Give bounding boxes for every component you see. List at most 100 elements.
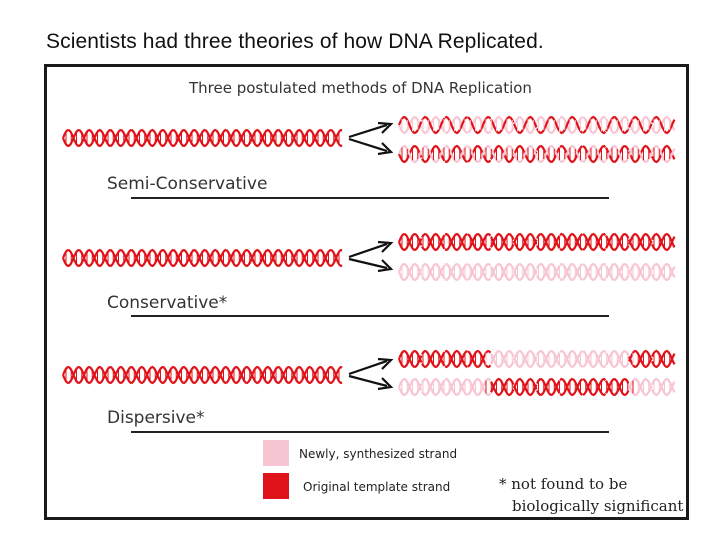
helix-strand-segment — [271, 366, 298, 384]
helix-strand-segment — [444, 144, 468, 164]
helix-strand-segment — [225, 248, 252, 268]
helix-strand-segment — [248, 248, 275, 268]
helix-strand-segment — [248, 248, 275, 268]
helix-strand-segment — [225, 365, 252, 385]
helix-strand-segment — [225, 248, 252, 268]
helix-strand-segment — [225, 128, 252, 148]
helix-strand-segment — [651, 377, 676, 397]
helix-strand-segment — [651, 232, 676, 252]
helix-strand-segment — [444, 232, 468, 252]
daughter-helix-1 — [397, 115, 676, 135]
footnote-line-1: * not found to be — [499, 475, 627, 493]
helix-strand-segment — [444, 262, 468, 282]
helix-strand-segment — [467, 263, 492, 281]
helix-strand-segment — [536, 350, 561, 368]
legend: Newly, synthesized strand Original templ… — [263, 440, 457, 499]
helix-strand-segment — [559, 349, 584, 369]
helix-strand-segment — [467, 145, 492, 163]
helix-strand-segment — [559, 232, 584, 252]
helix-strand-segment — [536, 263, 561, 281]
arrowhead-down — [377, 142, 394, 156]
helix-strand-segment — [582, 144, 607, 164]
helix-strand-segment — [512, 262, 538, 282]
helix-strand-segment — [582, 232, 607, 252]
legend-label-new: Newly, synthesized strand — [299, 447, 457, 461]
method-conservative: Conservative* — [61, 232, 676, 317]
helix-strand-segment — [536, 116, 561, 134]
helix-strand-segment — [444, 349, 468, 369]
helix-strand-segment — [582, 144, 607, 164]
helix-strand-segment — [467, 233, 492, 251]
helix-strand-segment — [651, 144, 676, 164]
helix-strand-segment — [582, 262, 607, 282]
helix-strand-segment — [61, 366, 88, 384]
method-label: Dispersive* — [107, 408, 205, 428]
helix-strand-segment — [651, 262, 676, 282]
helix-strand-segment — [444, 232, 468, 252]
helix-strand-segment — [61, 366, 88, 384]
replication-arrows — [348, 240, 394, 273]
arrow-up — [348, 359, 388, 376]
helix-strand-segment — [225, 365, 252, 385]
diagram-canvas: Three postulated methods of DNA Replicat… — [61, 79, 683, 515]
helix-strand-segment — [467, 378, 492, 396]
daughter-helix-2 — [397, 262, 676, 282]
daughter-helix-1 — [397, 349, 676, 369]
helix-strand-segment — [85, 248, 111, 268]
helix-strand-segment — [444, 349, 468, 369]
arrow-down — [348, 137, 388, 153]
helix-strand-segment — [85, 248, 111, 268]
helix-strand-segment — [248, 365, 275, 385]
method-semi-conservative: Semi-Conservative — [61, 115, 676, 199]
helix-strand-segment — [295, 248, 321, 268]
helix-strand-segment — [536, 145, 561, 163]
helix-strand-segment — [559, 232, 584, 252]
figure-title: Three postulated methods of DNA Replicat… — [188, 79, 532, 97]
helix-strand-segment — [559, 144, 584, 164]
helix-strand-segment — [559, 349, 584, 369]
helix-strand-segment — [651, 232, 676, 252]
helix-strand-segment — [295, 128, 321, 148]
arrowhead-up — [377, 121, 394, 134]
helix-strand-segment — [295, 365, 321, 385]
helix-strand-segment — [248, 365, 275, 385]
helix-strand-segment — [559, 377, 584, 397]
helix-strand-segment — [536, 116, 561, 134]
legend-label-original: Original template strand — [303, 480, 450, 494]
method-label: Conservative* — [107, 293, 227, 313]
helix-strand-segment — [559, 115, 584, 135]
helix-strand-segment — [225, 128, 252, 148]
arrowhead-up — [377, 357, 394, 370]
helix-strand-segment — [295, 248, 321, 268]
arrow-down — [348, 257, 388, 270]
helix-strand-segment — [248, 128, 275, 148]
helix-strand-segment — [559, 115, 584, 135]
helix-strand-segment — [651, 349, 676, 369]
helix-strand-segment — [559, 262, 584, 282]
helix-strand-segment — [536, 263, 561, 281]
helix-strand-segment — [467, 116, 492, 134]
helix-strand-segment — [651, 115, 676, 135]
legend-swatch-new — [263, 440, 289, 466]
helix-strand-segment — [444, 262, 468, 282]
helix-strand-segment — [295, 128, 321, 148]
helix-strand-segment — [444, 377, 468, 397]
helix-strand-segment — [512, 232, 538, 252]
helix-strand-segment — [651, 144, 676, 164]
helix-strand-segment — [651, 262, 676, 282]
helix-strand-segment — [536, 378, 561, 396]
legend-swatch-original — [263, 473, 289, 499]
slide-title: Scientists had three theories of how DNA… — [46, 30, 544, 53]
helix-strand-segment — [271, 129, 298, 147]
helix-strand-segment — [651, 377, 676, 397]
helix-strand-segment — [651, 349, 676, 369]
arrow-down — [348, 374, 388, 388]
arrowhead-down — [377, 377, 394, 391]
daughter-helix-1 — [397, 232, 676, 252]
helix-strand-segment — [61, 249, 88, 267]
helix-strand-segment — [582, 349, 607, 369]
daughter-helix-2 — [397, 144, 676, 164]
replication-arrows — [348, 121, 394, 156]
helix-strand-segment — [271, 249, 298, 267]
helix-strand-segment — [559, 377, 584, 397]
